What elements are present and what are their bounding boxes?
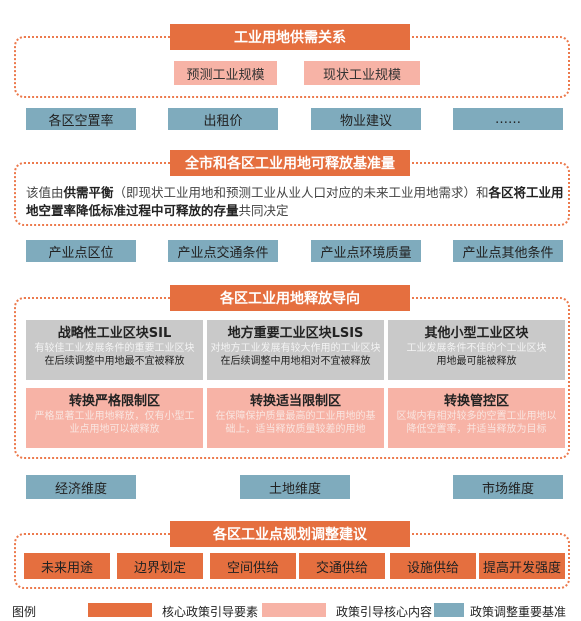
basis-economic-dimension: 经济维度 <box>26 475 136 499</box>
card-note: 在后续调整中用地最不宜被释放 <box>44 356 185 367</box>
control-zone-card: 转换管控区 区域内有相对较多的空置工业用地以降低空置率，并适当释放为目标 <box>388 388 565 448</box>
future-use: 未来用途 <box>24 553 110 579</box>
basis-market-dimension: 市场维度 <box>453 475 563 499</box>
card-title: 战略性工业区块SIL <box>57 326 172 341</box>
card-subtitle: 工业发展条件不佳的个工业区块 <box>406 343 547 354</box>
card-subtitle: 严格显著工业用地释放，仅有小型工业点用地可以被释放 <box>34 411 195 435</box>
small-block-card: 其他小型工业区块 工业发展条件不佳的个工业区块 用地最可能被释放 <box>388 320 565 380</box>
basis-property-advice: 物业建议 <box>311 108 421 130</box>
legend-basis-swatch <box>434 603 464 617</box>
basis-industry-traffic: 产业点交通条件 <box>168 240 278 262</box>
raise-development-intensity: 提高开发强度 <box>479 553 565 579</box>
current-industry-scale: 现状工业规模 <box>304 61 420 85</box>
local-block-card: 地方重要工业区块LSIS 对地方工业发展有较大作用的工业区块 在后续调整中用地相… <box>207 320 384 380</box>
boundary-delineation: 边界划定 <box>117 553 203 579</box>
card-title: 转换适当限制区 <box>249 394 341 409</box>
card-title: 转换严格限制区 <box>68 394 160 409</box>
supply-demand-title: 工业用地供需关系 <box>170 24 410 50</box>
card-note: 在后续调整中用地相对不宜被释放 <box>220 356 371 367</box>
basis-land-dimension: 土地维度 <box>240 475 350 499</box>
basis-industry-location: 产业点区位 <box>26 240 136 262</box>
traffic-supply: 交通供给 <box>299 553 385 579</box>
basis-more: …… <box>453 108 563 130</box>
space-supply: 空间供给 <box>210 553 296 579</box>
basis-industry-other: 产业点其他条件 <box>453 240 563 262</box>
legend-content-swatch <box>262 603 326 617</box>
planning-adjustment-title: 各区工业点规划调整建议 <box>170 521 410 547</box>
card-subtitle: 在保障保护质量最高的工业用地的基础上，适当释放质量较差的用地 <box>215 411 376 435</box>
legend-core-label: 核心政策引导要素 <box>162 605 259 619</box>
card-title: 转换管控区 <box>443 394 509 409</box>
moderate-limit-zone-card: 转换适当限制区 在保障保护质量最高的工业用地的基础上，适当释放质量较差的用地 <box>207 388 384 448</box>
card-title: 其他小型工业区块 <box>424 326 529 341</box>
facility-supply: 设施供给 <box>390 553 476 579</box>
card-note: 用地最可能被释放 <box>436 356 517 367</box>
strict-limit-zone-card: 转换严格限制区 严格显著工业用地释放，仅有小型工业点用地可以被释放 <box>26 388 203 448</box>
legend-label: 图例 <box>12 605 37 619</box>
card-subtitle: 有较佳工业发展条件的重要工业区块 <box>34 343 195 354</box>
card-title: 地方重要工业区块LSIS <box>227 326 364 341</box>
basis-rent-price: 出租价 <box>168 108 278 130</box>
release-guidance-title: 各区工业用地释放导向 <box>170 285 410 311</box>
card-subtitle: 对地方工业发展有较大作用的工业区块 <box>210 343 381 354</box>
basis-vacancy-rate: 各区空置率 <box>26 108 136 130</box>
release-baseline-title: 全市和各区工业用地可释放基准量 <box>170 150 410 176</box>
basis-industry-environment: 产业点环境质量 <box>311 240 421 262</box>
legend-core-swatch <box>88 603 152 617</box>
legend-content-label: 政策引导核心内容 <box>336 605 433 619</box>
legend-basis-label: 政策调整重要基准 <box>470 605 567 619</box>
card-subtitle: 区域内有相对较多的空置工业用地以降低空置率，并适当释放为目标 <box>396 411 557 435</box>
strategic-block-card: 战略性工业区块SIL 有较佳工业发展条件的重要工业区块 在后续调整中用地最不宜被… <box>26 320 203 380</box>
release-baseline-description: 该值由供需平衡（即现状工业用地和预测工业从业人口对应的未来工业用地需求）和各区将… <box>26 185 564 218</box>
forecast-industry-scale: 预测工业规模 <box>174 61 277 85</box>
